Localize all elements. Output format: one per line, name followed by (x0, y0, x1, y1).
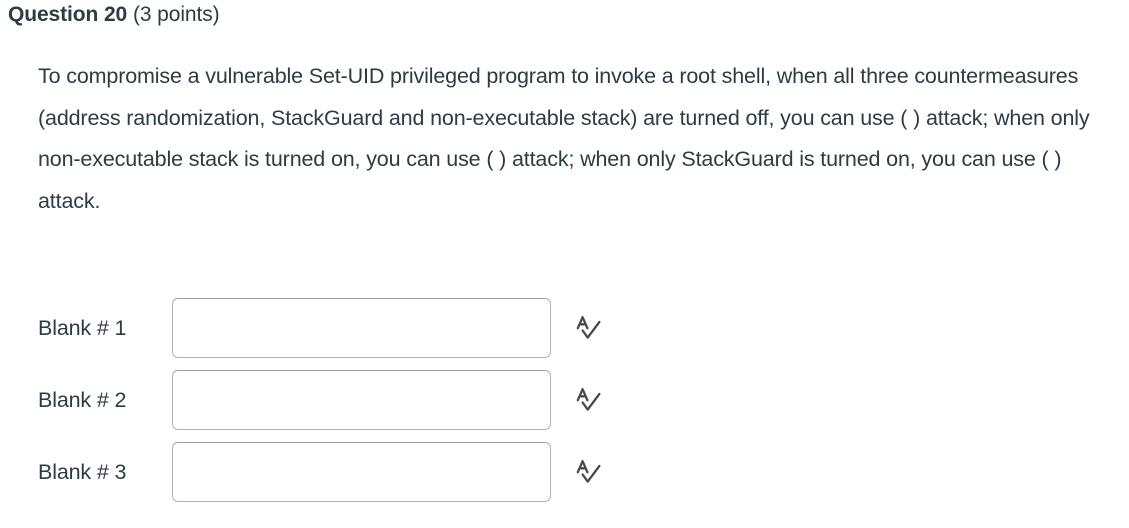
blank-row: Blank # 2 (38, 364, 638, 436)
blank-row: Blank # 1 (38, 292, 638, 364)
spellcheck-icon[interactable] (572, 455, 606, 489)
blank-answers-list: Blank # 1 Blank # 2 Bl (38, 292, 638, 508)
question-points: (3 points) (132, 3, 220, 26)
spellcheck-icon[interactable] (572, 383, 606, 417)
question-text: To compromise a vulnerable Set-UID privi… (38, 64, 1090, 213)
blank-input-1[interactable] (172, 298, 551, 358)
blank-label-1: Blank # 1 (38, 316, 127, 340)
blank-label-3: Blank # 3 (38, 460, 127, 484)
question-title: Question 20 (8, 3, 128, 26)
question-header: Question 20 (3 points) (8, 1, 220, 29)
blank-label-2: Blank # 2 (38, 388, 127, 412)
blank-row: Blank # 3 (38, 436, 638, 508)
blank-input-3[interactable] (172, 442, 551, 502)
spellcheck-icon[interactable] (572, 311, 606, 345)
blank-input-2[interactable] (172, 370, 551, 430)
